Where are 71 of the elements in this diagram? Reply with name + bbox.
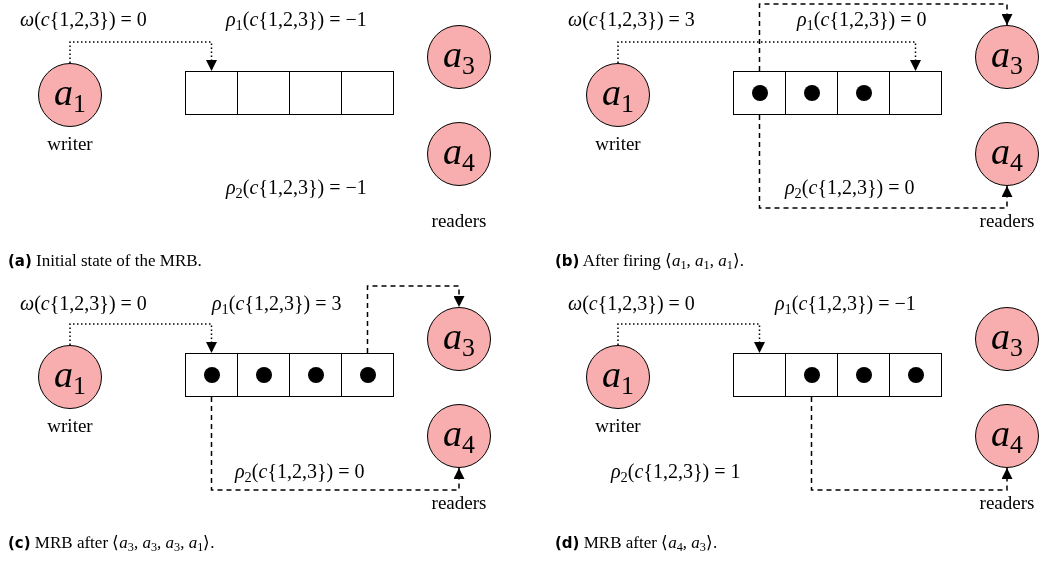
buffer-cell (341, 353, 394, 397)
role-label: writer (595, 134, 641, 154)
formula-label: ρ$_{2}$(c{1,2,3}) = −1 (226, 175, 367, 200)
actor-circle: a$_{4}$ (427, 122, 491, 186)
role-label: readers (979, 493, 1035, 513)
buffer-cell (889, 71, 942, 115)
formula-label: ρ$_{1}$(c{1,2,3}) = 3 (212, 291, 342, 316)
buffer-cell (341, 71, 394, 115)
buffer-cell (289, 71, 342, 115)
buffer-cell (289, 353, 342, 397)
actor-circle: a$_{4}$ (975, 122, 1039, 186)
actor-circle: a$_{4}$ (975, 404, 1039, 468)
actor-circle: a$_{1}$ (38, 63, 102, 127)
token-dot (855, 85, 872, 101)
dotted-arrow (617, 41, 921, 72)
dotted-arrow (69, 323, 217, 354)
token-dot (359, 367, 376, 383)
token-dot (203, 367, 220, 383)
formula-label: ω(c{1,2,3}) = 0 (20, 291, 147, 316)
dashed-arrow (810, 396, 1013, 491)
token-dot (907, 367, 924, 383)
formula-label: ρ$_{2}$(c{1,2,3}) = 1 (611, 459, 741, 484)
role-label: readers (979, 211, 1035, 231)
actor-circle: a$_{1}$ (586, 345, 650, 409)
buffer-cell (733, 353, 786, 397)
buffer-cell (785, 71, 838, 115)
formula-label: ω(c{1,2,3}) = 0 (568, 291, 695, 316)
role-label: writer (595, 416, 641, 436)
role-label: readers (431, 211, 487, 231)
buffer-cell (237, 353, 290, 397)
dashed-arrow (366, 285, 465, 354)
dashed-arrow (758, 114, 1013, 209)
buffer-cell (185, 71, 238, 115)
subfigure-caption: (a) Initial state of the MRB. (8, 250, 202, 272)
role-label: writer (47, 134, 93, 154)
buffer-cell (889, 353, 942, 397)
formula-label: ρ$_{1}$(c{1,2,3}) = −1 (775, 291, 916, 316)
token-dot (255, 367, 272, 383)
token-dot (855, 367, 872, 383)
formula-label: ω(c{1,2,3}) = 3 (568, 7, 695, 32)
subfigure-caption: (b) After firing ⟨a$_{1}$, a$_{1}$, a$_{1}$⟩. (555, 250, 745, 272)
formula-label: ρ$_{2}$(c{1,2,3}) = 0 (785, 175, 915, 200)
dashed-arrow (210, 396, 465, 491)
actor-circle: a$_{3}$ (427, 25, 491, 89)
dotted-arrow (69, 41, 217, 72)
token-dot (803, 85, 820, 101)
buffer-cell (785, 353, 838, 397)
dashed-arrow (758, 3, 1013, 72)
actor-circle: a$_{4}$ (427, 404, 491, 468)
dotted-arrow (617, 323, 765, 354)
formula-label: ω(c{1,2,3}) = 0 (20, 7, 147, 32)
role-label: readers (431, 493, 487, 513)
buffer-cell (837, 71, 890, 115)
buffer-cell (237, 71, 290, 115)
token-dot (751, 85, 768, 101)
actor-circle: a$_{3}$ (427, 307, 491, 371)
actor-circle: a$_{1}$ (586, 63, 650, 127)
formula-label: ρ$_{1}$(c{1,2,3}) = −1 (226, 7, 367, 32)
subfigure-caption: (d) MRB after ⟨a$_{4}$, a$_{3}$⟩. (555, 532, 718, 554)
formula-label: ρ$_{2}$(c{1,2,3}) = 0 (235, 459, 365, 484)
actor-circle: a$_{3}$ (975, 307, 1039, 371)
token-dot (803, 367, 820, 383)
token-dot (307, 367, 324, 383)
buffer-cell (837, 353, 890, 397)
buffer-cell (185, 353, 238, 397)
buffer-cell (733, 71, 786, 115)
subfigure-caption: (c) MRB after ⟨a$_{3}$, a$_{3}$, a$_{3}$, a$_{1}$⟩. (8, 532, 215, 554)
formula-label: ρ$_{1}$(c{1,2,3}) = 0 (797, 7, 927, 32)
actor-circle: a$_{3}$ (975, 25, 1039, 89)
actor-circle: a$_{1}$ (38, 345, 102, 409)
role-label: writer (47, 416, 93, 436)
